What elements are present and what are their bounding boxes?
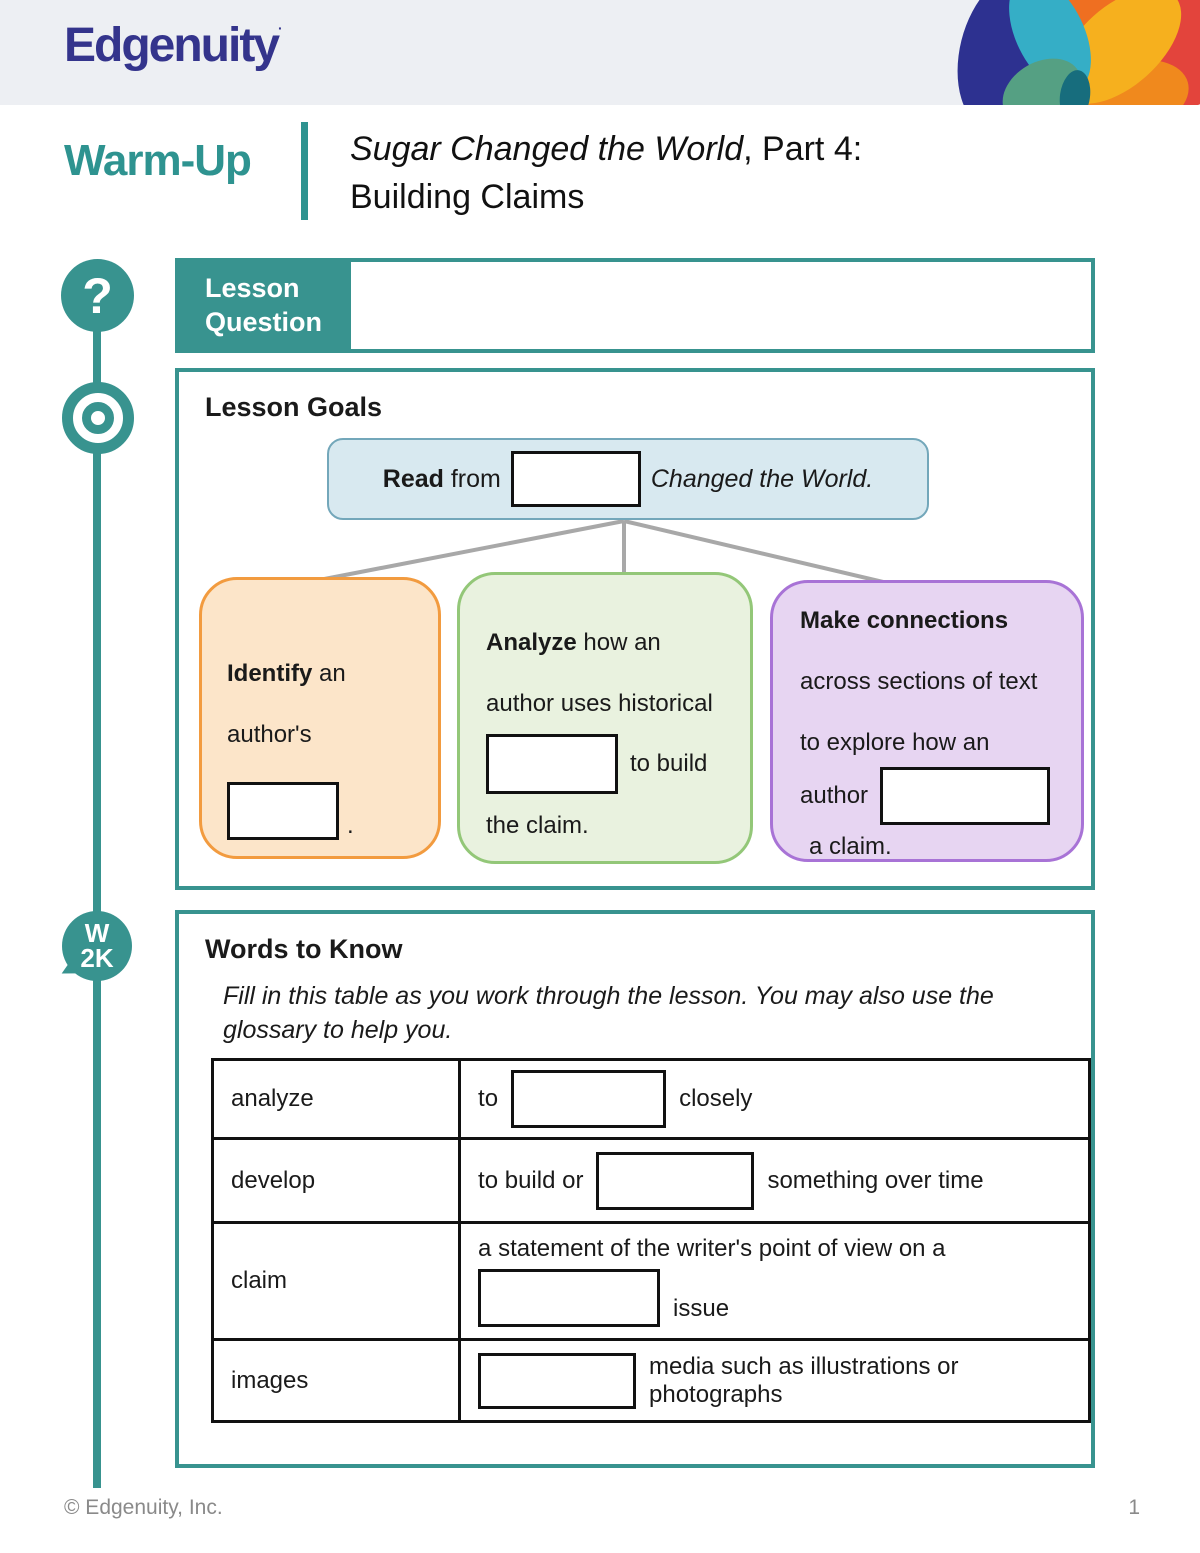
connections-blank-field[interactable] (880, 767, 1051, 825)
definition-cell: a statement of the writer's point of vie… (458, 1221, 1091, 1341)
pinwheel-logo-icon (957, 0, 1200, 105)
identify-bold: Identify (227, 660, 313, 687)
speech-bubble-tail (61, 960, 83, 982)
lesson-question-label-line2: Question (205, 306, 323, 337)
images-blank-field[interactable] (478, 1352, 637, 1409)
analyze-line1: Analyze how an (486, 629, 750, 657)
analyze-after-blank: to build (630, 750, 708, 777)
read-goal-tail: Changed the World. (650, 464, 874, 493)
definition-claim-row: issue (478, 1269, 1087, 1327)
identify-line1: Identify an (227, 660, 438, 688)
question-icon: ? (61, 259, 134, 332)
analyze-blank-field[interactable] (511, 1070, 667, 1128)
identify-line2: author's (227, 721, 312, 748)
table-row-analyze: analyze to closely (210, 1058, 1091, 1140)
connections-line5: a claim. (809, 833, 892, 860)
goal-target-icon-inner (82, 402, 114, 434)
trademark-mark: · (278, 20, 283, 36)
connections-blank-row: author (800, 767, 1081, 825)
analyze-blank-row: to build (486, 734, 750, 794)
read-goal-bold: Read (382, 464, 444, 493)
edgenuity-logo: Edgenuity· (64, 18, 283, 73)
term-cell: images (210, 1338, 462, 1423)
lesson-title: Sugar Changed the World, Part 4: Buildin… (350, 126, 862, 221)
lesson-goals-heading: Lesson Goals (205, 392, 383, 422)
identify-blank-row: . (227, 782, 438, 840)
term-cell: analyze (210, 1058, 462, 1140)
analyze-goal-blank-field[interactable] (486, 734, 618, 794)
warmup-kicker: Warm-Up (64, 136, 252, 185)
lesson-question-box: Lesson Question (175, 258, 1095, 353)
connections-line2: across sections of text (800, 668, 1038, 695)
definition-cell: media such as illustrations or photograp… (458, 1338, 1091, 1423)
connections-line3: to explore how an (800, 729, 990, 756)
title-divider (301, 122, 308, 220)
connections-line4: author (800, 782, 869, 809)
identify-rest: an (312, 660, 346, 687)
read-goal-box: Read from Changed the World. (327, 438, 929, 520)
claim-blank-field[interactable] (478, 1269, 661, 1327)
connections-line1: Make connections (800, 607, 1081, 635)
w2k-icon-line1: W (84, 918, 110, 949)
read-goal-blank-field[interactable] (510, 451, 641, 507)
connections-bold: Make connections (800, 607, 1009, 634)
definition-pre: to (478, 1085, 499, 1112)
lesson-question-label: Lesson Question (179, 262, 351, 349)
copyright-text: © Edgenuity, Inc. (64, 1496, 223, 1519)
identify-blank-field[interactable] (227, 782, 339, 840)
definition-cell: to closely (458, 1058, 1091, 1140)
words-to-know-box: Words to Know Fill in this table as you … (175, 910, 1095, 1468)
table-row-images: images media such as illustrations or ph… (210, 1338, 1091, 1423)
definition-post: issue (673, 1295, 730, 1322)
words-to-know-icon: W 2K (61, 911, 132, 982)
definition-post: closely (679, 1085, 753, 1112)
read-goal-rest: from (450, 464, 501, 493)
lesson-question-answer-area[interactable] (351, 262, 1091, 349)
vocab-table: analyze to closely develop to build or s… (210, 1058, 1091, 1423)
analyze-goal-box: Analyze how an author uses historical to… (457, 572, 753, 864)
table-row-claim: claim a statement of the writer's point … (210, 1221, 1091, 1341)
definition-pre: to build or (478, 1166, 584, 1194)
definition-post: something over time (767, 1166, 984, 1194)
definition-claim-line1: a statement of the writer's point of vie… (478, 1235, 946, 1262)
analyze-line4: the claim. (486, 812, 589, 839)
term-cell: claim (210, 1221, 462, 1341)
analyze-bold: Analyze (486, 629, 577, 656)
definition-develop: to build or something over time (478, 1151, 1087, 1210)
definition-analyze: to closely (478, 1070, 1087, 1128)
analyze-line2: author uses historical (486, 690, 713, 717)
lesson-goals-box: Lesson Goals Read from Changed the World… (175, 368, 1095, 890)
develop-blank-field[interactable] (596, 1151, 755, 1210)
definition-post: media such as illustrations or photograp… (649, 1352, 959, 1408)
header-bar: Edgenuity· (0, 0, 1200, 105)
definition-cell: to build or something over time (458, 1137, 1091, 1224)
table-row-develop: develop to build or something over time (210, 1137, 1091, 1224)
words-to-know-instructions: Fill in this table as you work through t… (223, 982, 994, 1044)
read-goal-text: Read from (383, 465, 501, 494)
page-number: 1 (1128, 1496, 1140, 1519)
identify-period: . (347, 812, 354, 839)
identify-goal-box: Identify an author's . (199, 577, 441, 859)
goal-target-icon (62, 382, 134, 454)
analyze-rest: how an (576, 629, 661, 656)
w2k-icon-line2: 2K (80, 943, 114, 973)
edgenuity-logo-text: Edgenuity (64, 19, 280, 72)
question-glyph: ? (82, 267, 113, 324)
lesson-question-label-line1: Lesson (205, 272, 300, 303)
lesson-title-book: Sugar Changed the World (350, 130, 744, 168)
rail-line (93, 298, 101, 1488)
connections-goal-box: Make connections across sections of text… (770, 580, 1084, 862)
lesson-title-line2: Building Claims (350, 177, 585, 216)
words-to-know-heading: Words to Know (205, 934, 403, 964)
definition-images: media such as illustrations or photograp… (478, 1352, 1087, 1409)
term-cell: develop (210, 1137, 462, 1224)
lesson-title-part: , Part 4: (743, 130, 863, 168)
